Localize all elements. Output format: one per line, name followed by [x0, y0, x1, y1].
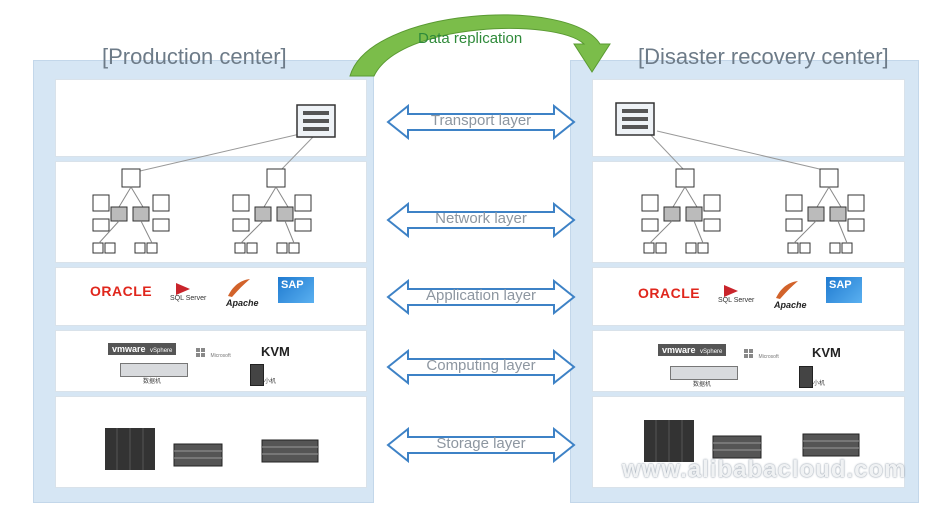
switch-cluster-left	[641, 168, 721, 254]
production-network-diagram	[92, 168, 312, 254]
watermark: www.alibabacloud.com	[622, 456, 907, 483]
production-application-box	[55, 267, 367, 326]
tower-server-device	[799, 366, 813, 388]
firewall-icon	[615, 102, 655, 136]
vmware-logo: vmware vSphere	[658, 344, 727, 356]
rack-server-caption: 数据机	[693, 382, 712, 388]
sap-logo: SAP	[826, 277, 862, 303]
network-layer-label: Network layer	[435, 210, 527, 227]
kvm-logo: KVM	[261, 344, 290, 359]
dr-center-title: [Disaster recovery center]	[638, 44, 889, 69]
storage-rack-icon	[644, 420, 694, 462]
storage-layer-label: Storage layer	[436, 435, 526, 452]
microsoft-logo: Microsoft	[744, 345, 779, 363]
computing-layer-arrow: Computing layer	[386, 348, 576, 386]
switch-cluster-right	[232, 168, 312, 254]
storage-array-icon	[802, 433, 860, 457]
apache-feather-icon	[776, 281, 798, 299]
application-layer-arrow: Application layer	[386, 278, 576, 316]
storage-rack-icon	[105, 428, 155, 470]
sqlserver-icon	[176, 283, 190, 295]
sqlserver-logo: SQL Server	[718, 285, 754, 304]
dr-computing-box	[592, 330, 905, 392]
production-computing-box	[55, 330, 367, 392]
production-transport-diagram	[139, 104, 336, 172]
oracle-logo: ORACLE	[638, 285, 701, 301]
sqlserver-label: SQL Server	[170, 295, 207, 302]
sap-logo: SAP	[278, 277, 314, 303]
production-storage-devices	[105, 428, 319, 470]
vmware-label: vmware	[112, 344, 146, 354]
firewall-icon	[296, 104, 336, 138]
vmware-sub-label: vSphere	[700, 349, 723, 355]
sqlserver-logo: SQL Server	[170, 283, 206, 302]
replication-label: Data replication	[418, 30, 523, 47]
rack-server-caption: 数据机	[143, 379, 162, 385]
windows-icon	[196, 347, 205, 357]
storage-array-icon	[173, 443, 223, 467]
dr-network-diagram	[641, 168, 865, 254]
switch-cluster-left	[92, 168, 170, 254]
storage-array-icon	[712, 435, 762, 459]
windows-icon	[744, 348, 753, 358]
oracle-logo: ORACLE	[90, 283, 153, 299]
apache-label: Apache	[226, 298, 259, 308]
switch-cluster-right	[785, 168, 865, 254]
storage-array-icon	[261, 439, 319, 463]
kvm-logo: KVM	[812, 345, 841, 360]
microsoft-label: Microsoft	[758, 354, 779, 360]
sqlserver-icon	[724, 285, 738, 297]
vmware-label: vmware	[662, 345, 696, 355]
apache-feather-icon	[228, 279, 250, 297]
apache-logo: Apache	[226, 278, 259, 308]
replication-arrow	[349, 14, 611, 77]
sqlserver-label: SQL Server	[718, 297, 755, 304]
computing-layer-label: Computing layer	[426, 357, 536, 374]
sap-label: SAP	[281, 279, 304, 291]
storage-layer-arrow: Storage layer	[386, 426, 576, 464]
network-layer-arrow: Network layer	[386, 201, 576, 239]
apache-label: Apache	[774, 300, 807, 310]
application-layer-label: Application layer	[425, 287, 537, 304]
tower-server-caption: 小机	[264, 379, 277, 385]
rack-server-device	[120, 363, 188, 377]
dr-storage-devices	[644, 420, 860, 462]
dr-transport-diagram	[615, 102, 829, 172]
transport-layer-label: Transport layer	[430, 112, 532, 129]
production-center-title: [Production center]	[102, 44, 287, 69]
transport-layer-arrow: Transport layer	[386, 103, 576, 141]
tower-server-device	[250, 364, 264, 386]
rack-server-device	[670, 366, 738, 380]
sap-label: SAP	[829, 279, 852, 291]
microsoft-label: Microsoft	[210, 353, 231, 359]
vmware-sub-label: vSphere	[150, 348, 173, 354]
microsoft-logo: Microsoft	[196, 344, 231, 362]
apache-logo: Apache	[774, 280, 807, 310]
tower-server-caption: 小机	[813, 381, 826, 387]
vmware-logo: vmware vSphere	[108, 343, 177, 355]
